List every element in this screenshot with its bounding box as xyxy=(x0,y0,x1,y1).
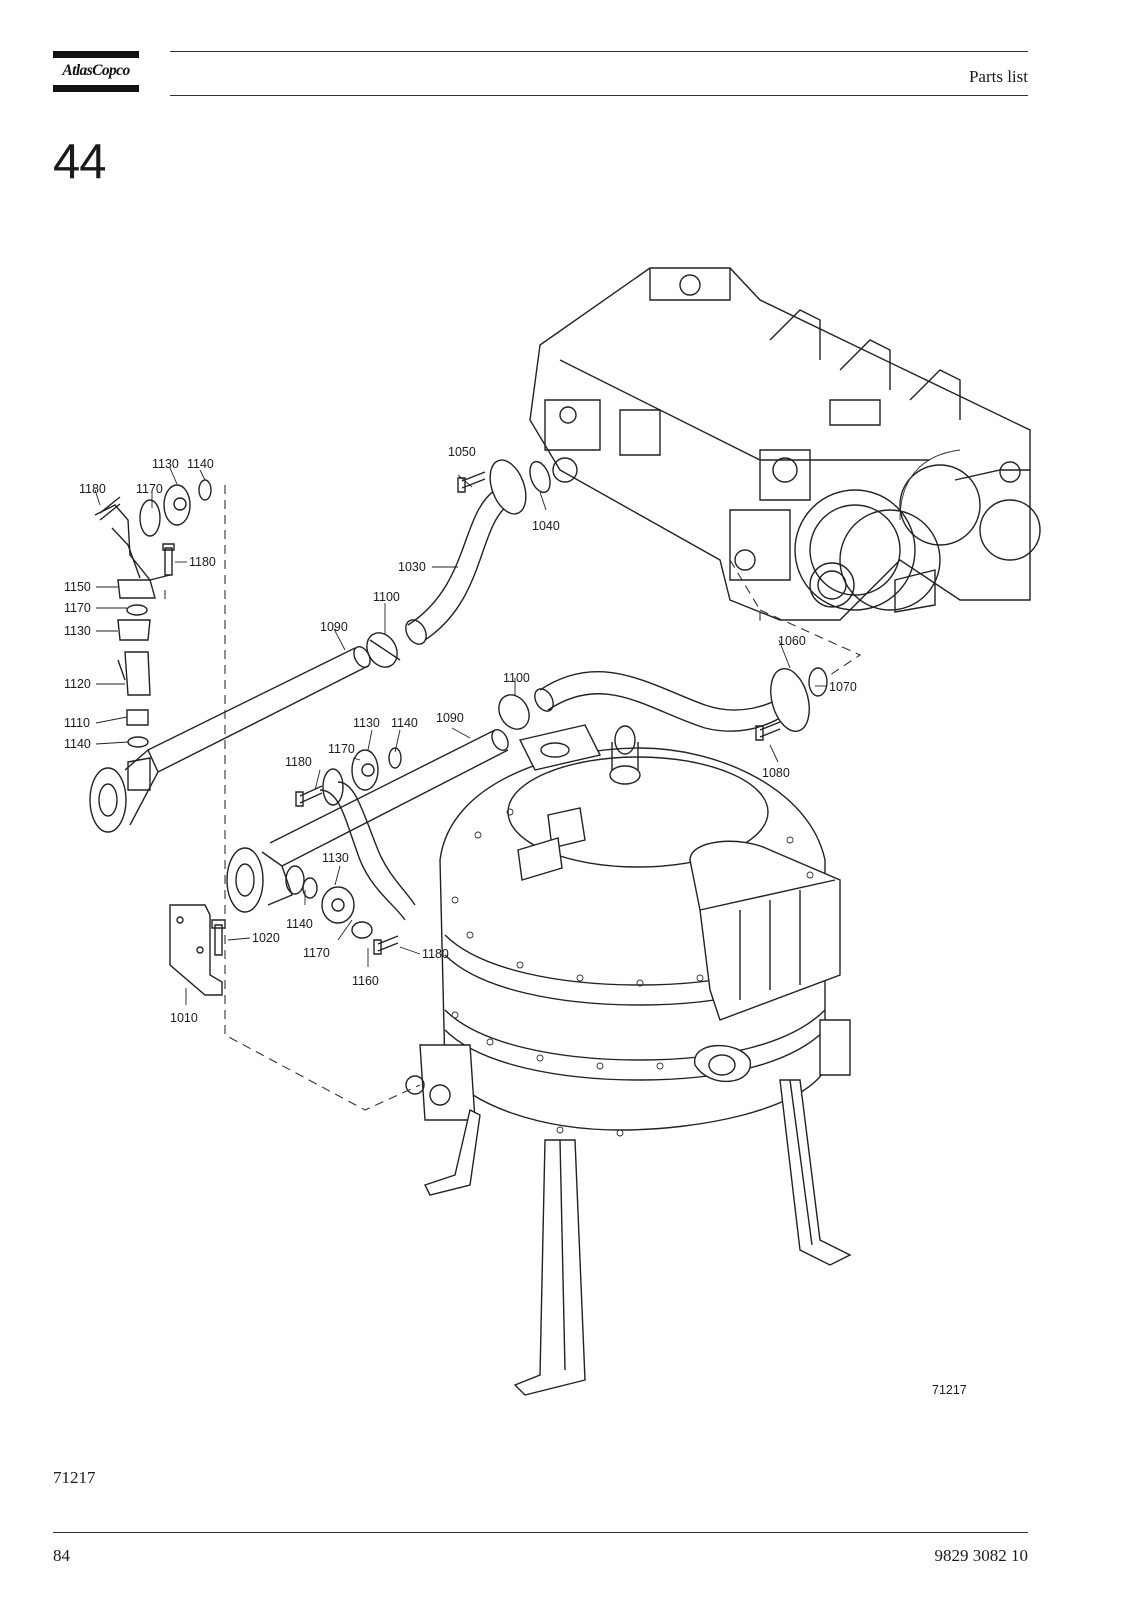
header-title: Parts list xyxy=(968,67,1028,86)
callout-1100-lower: 1100 xyxy=(503,671,530,685)
callout-1080: 1080 xyxy=(762,766,790,780)
section-number: 44 xyxy=(53,135,107,189)
leader-lines xyxy=(94,467,826,1005)
callout-1060: 1060 xyxy=(778,634,806,648)
callout-1050: 1050 xyxy=(448,445,476,459)
callout-1030: 1030 xyxy=(398,560,426,574)
bracket-1010 xyxy=(169,904,226,996)
header-rule-top xyxy=(170,51,1028,52)
callout-1130-lower: 1130 xyxy=(322,851,349,865)
callout-1170-center: 1170 xyxy=(328,742,355,756)
callout-1130-left: 1130 xyxy=(64,624,91,638)
logo-bar-top xyxy=(53,51,139,58)
footer-rule xyxy=(53,1532,1028,1533)
pipe-1030 xyxy=(405,459,551,645)
assembly-line-right xyxy=(759,609,862,676)
callout-1180-lower: 1180 xyxy=(422,947,449,961)
callout-1180-top: 1180 xyxy=(79,482,106,496)
callout-1150: 1150 xyxy=(64,580,91,594)
oil-separator-vessel xyxy=(405,724,851,1137)
page-number: 84 xyxy=(53,1546,70,1565)
callout-1180-center: 1180 xyxy=(285,755,312,769)
atlas-copco-logo: AtlasCopco xyxy=(53,51,139,93)
logo-bar-bottom xyxy=(53,85,139,92)
header-rule-bottom xyxy=(170,95,1028,96)
drawing-number: 71217 xyxy=(932,1383,967,1397)
callout-1090-lower: 1090 xyxy=(436,711,464,725)
callout-1130-center: 1130 xyxy=(353,716,380,730)
pipe-1090-lower xyxy=(226,729,509,955)
bolt-1050 xyxy=(457,471,486,493)
callout-1140-lower: 1140 xyxy=(286,917,313,931)
callout-1090-upper: 1090 xyxy=(320,620,348,634)
callout-1170-left: 1170 xyxy=(64,601,91,615)
pipe-1090-upper xyxy=(89,646,371,833)
valve-assembly-left xyxy=(94,479,212,748)
figure-reference: 71217 xyxy=(53,1468,96,1487)
vessel-legs xyxy=(424,1079,852,1396)
logo-wordmark: AtlasCopco xyxy=(62,62,130,79)
pipe-1060 xyxy=(498,667,828,741)
callout-1040: 1040 xyxy=(532,519,560,533)
callout-1010: 1010 xyxy=(170,1011,198,1025)
callout-1020: 1020 xyxy=(252,931,280,945)
callout-1140-left: 1140 xyxy=(64,737,91,751)
callout-1160: 1160 xyxy=(352,974,379,988)
callout-1180-mid: 1180 xyxy=(189,555,216,569)
callout-1110: 1110 xyxy=(64,716,90,730)
compressor-element xyxy=(529,267,1041,625)
callout-1130-top: 1130 xyxy=(152,457,179,471)
callout-1120: 1120 xyxy=(64,677,91,691)
document-number: 9829 3082 10 xyxy=(934,1546,1029,1565)
assembly-line-left xyxy=(224,485,421,1111)
callout-labels: 1050 1040 1030 1060 1070 1080 1100 1100 … xyxy=(64,445,857,1025)
callout-1070: 1070 xyxy=(829,680,857,694)
callout-1170-lower: 1170 xyxy=(303,946,330,960)
callout-1140-center: 1140 xyxy=(391,716,418,730)
callout-1100-upper: 1100 xyxy=(373,590,400,604)
callout-1170-top: 1170 xyxy=(136,482,163,496)
callout-1140-top: 1140 xyxy=(187,457,214,471)
